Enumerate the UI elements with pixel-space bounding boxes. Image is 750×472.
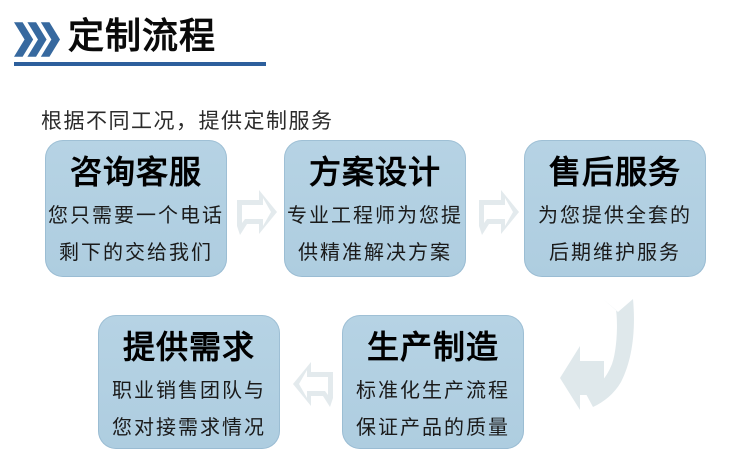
step-title: 生产制造 — [366, 329, 499, 365]
step-title: 咨询客服 — [69, 154, 202, 190]
curved-arrow-down-left-icon — [560, 299, 634, 410]
step-desc-line: 标准化生产流程 — [356, 378, 510, 402]
step-desc-line: 为您提供全套的 — [538, 203, 692, 227]
page-title: 定制流程 — [68, 15, 217, 56]
step-desc-line: 您对接需求情况 — [112, 415, 266, 439]
arrow-right-icon — [237, 190, 277, 235]
step-desc-line: 后期维护服务 — [549, 240, 681, 264]
step-desc-line: 专业工程师为您提 — [287, 203, 463, 227]
step-card-manufacture: 生产制造 标准化生产流程 保证产品的质量 — [342, 315, 524, 449]
title-underline — [14, 62, 266, 66]
triple-chevron-right-icon — [14, 22, 60, 57]
step-card-after-sales: 售后服务 为您提供全套的 后期维护服务 — [524, 140, 706, 277]
step-card-consult: 咨询客服 您只需要一个电话 剩下的交给我们 — [45, 140, 227, 277]
step-desc-line: 剩下的交给我们 — [59, 240, 213, 264]
arrow-left-icon — [293, 362, 333, 407]
step-desc-line: 供精准解决方案 — [298, 240, 452, 264]
step-card-design: 方案设计 专业工程师为您提 供精准解决方案 — [284, 140, 466, 277]
step-title: 提供需求 — [122, 329, 255, 365]
step-card-requirements: 提供需求 职业销售团队与 您对接需求情况 — [98, 315, 280, 449]
step-desc-line: 保证产品的质量 — [356, 415, 510, 439]
arrow-right-icon — [479, 190, 519, 235]
step-desc-line: 职业销售团队与 — [112, 378, 266, 402]
step-title: 方案设计 — [308, 154, 441, 190]
step-desc-line: 您只需要一个电话 — [48, 203, 224, 227]
intro-text: 根据不同工况，提供定制服务 — [41, 110, 334, 133]
step-title: 售后服务 — [548, 154, 681, 190]
